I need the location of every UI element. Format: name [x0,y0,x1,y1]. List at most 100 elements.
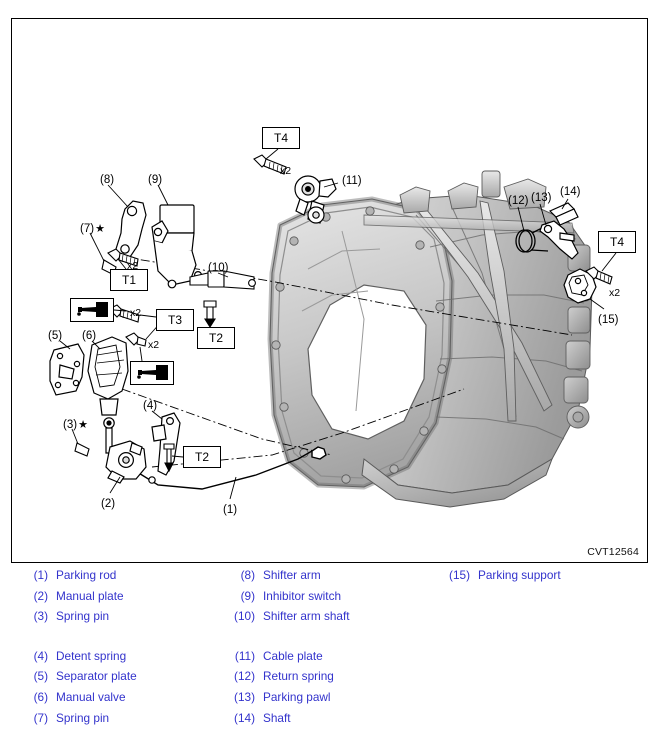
callout-3: (3)★ [63,419,88,431]
t2-bolt-lower [163,443,175,473]
legend-group-spacer [222,630,350,649]
legend-item-9: (9) Inhibitor switch [222,589,350,610]
legend-number: (5) [33,669,48,684]
callout-11: (11) [342,175,362,187]
legend-number: (14) [234,710,255,725]
legend-item-4: (4) Detent spring [15,649,137,670]
callout-9: (9) [148,174,163,186]
legend-column-2: (8) Shifter arm (9) Inhibitor switch (10… [222,568,350,731]
legend-number: (2) [33,588,48,603]
legend-item-8: (8) Shifter arm [222,568,350,589]
callout-5: (5) [48,330,63,342]
callout-6: (6) [82,330,97,342]
callout-8: (8) [100,174,115,186]
legend-label: Shifter arm [263,568,321,582]
legend-number: (12) [234,669,255,684]
t1-bolt [107,248,139,267]
legend-item-11: (11) Cable plate [222,649,350,670]
t4-bolt-right [585,266,613,285]
legend-label: Return spring [263,669,334,684]
torque-box-t1: T1 [110,269,148,291]
legend-column-1: (1) Parking rod (2) Manual plate (3) Spr… [15,568,137,731]
legend-number: (13) [234,689,255,704]
exploded-view-drawing [49,148,617,508]
legend-label: Inhibitor switch [263,588,342,603]
callout-14: (14) [560,186,581,198]
part-10-shifter-arm-shaft [189,270,256,290]
center-axis-lines [121,256,573,468]
legend-column-3: (15) Parking support [437,568,561,589]
legend-item-13: (13) Parking pawl [222,690,350,711]
part-8-shifter-arm [115,200,147,260]
legend-label: Shifter arm shaft [263,609,350,624]
legend-item-10: (10) Shifter arm shaft [222,609,350,630]
part-14-shaft [548,202,579,226]
legend-number: (3) [33,609,48,624]
legend-item-12: (12) Return spring [222,669,350,690]
legend-number: (10) [234,609,255,624]
part-11-cable-plate [294,175,337,224]
callout-12: (12) [508,195,529,207]
quantity-mark-t1: x2 [127,260,139,272]
legend-number: (1) [33,568,48,582]
legend-label: Parking support [478,568,561,582]
legend-item-3: (3) Spring pin [15,609,137,630]
legend-number: (8) [240,568,255,582]
figure-stage: (8) (9) (7)★ (10) (5) (6) (4) (3)★ [12,19,647,562]
legend-number: (15) [449,568,470,582]
part-9-inhibitor-switch [151,204,203,289]
figure-code: CVT12564 [587,546,639,558]
torque-box-t2-upper: T2 [197,327,235,349]
legend-label: Parking pawl [263,689,331,704]
quantity-mark-t4-right: x2 [609,287,621,299]
legend-number: (7) [33,710,48,725]
part-2-manual-plate [105,440,147,484]
legend-item-14: (14) Shaft [222,711,350,732]
part-6-manual-valve [87,336,129,454]
legend-number: (11) [234,648,255,663]
part-1-parking-rod-tip [148,476,156,484]
legend-number: (6) [33,689,48,704]
grease-applicator-icon [131,362,172,383]
grease-symbol-lower [130,361,174,385]
quantity-mark-t4-top: x2 [280,165,292,177]
torque-box-t4-top: T4 [262,127,300,149]
legend-item-6: (6) Manual valve [15,690,137,711]
callout-10: (10) [208,262,229,274]
grease-symbol-upper [70,298,114,322]
torque-box-t2-lower: T2 [183,446,221,468]
part-5-separator-plate [49,343,85,396]
quantity-mark-t3-upper: x2 [130,307,142,319]
legend-label: Separator plate [56,669,137,684]
callout-13: (13) [531,192,552,204]
legend-item-5: (5) Separator plate [15,669,137,690]
leader-lines [59,148,617,500]
legend-label: Spring pin [56,609,110,624]
callout-4: (4) [143,400,158,412]
callout-7: (7)★ [80,223,105,235]
legend-label: Parking rod [56,568,117,582]
t3-bolt-lower [125,332,147,347]
figure-frame: (8) (9) (7)★ (10) (5) (6) (4) (3)★ [11,18,648,563]
t4-bolt-top [253,154,287,175]
callout-15: (15) [598,314,619,326]
legend-label: Shaft [263,710,291,725]
legend-label: Spring pin [56,710,110,725]
callout-1: (1) [223,504,238,516]
legend-label: Cable plate [263,648,323,663]
legend-item-7: (7) Spring pin [15,711,137,732]
grease-applicator-icon [71,299,112,320]
legend-item-15: (15) Parking support [437,568,561,589]
legend-label: Detent spring [56,648,127,663]
legend-item-1: (1) Parking rod [15,568,137,589]
legend-group-spacer [15,630,137,649]
part-13-parking-pawl [539,220,579,260]
legend-label: Manual plate [56,588,124,603]
torque-box-t4-right: T4 [598,231,636,253]
callout-2: (2) [101,498,116,510]
torque-box-t3: T3 [156,309,194,331]
legend-label: Manual valve [56,689,126,704]
quantity-mark-t3-lower: x2 [148,339,160,351]
legend-number: (9) [240,588,255,603]
